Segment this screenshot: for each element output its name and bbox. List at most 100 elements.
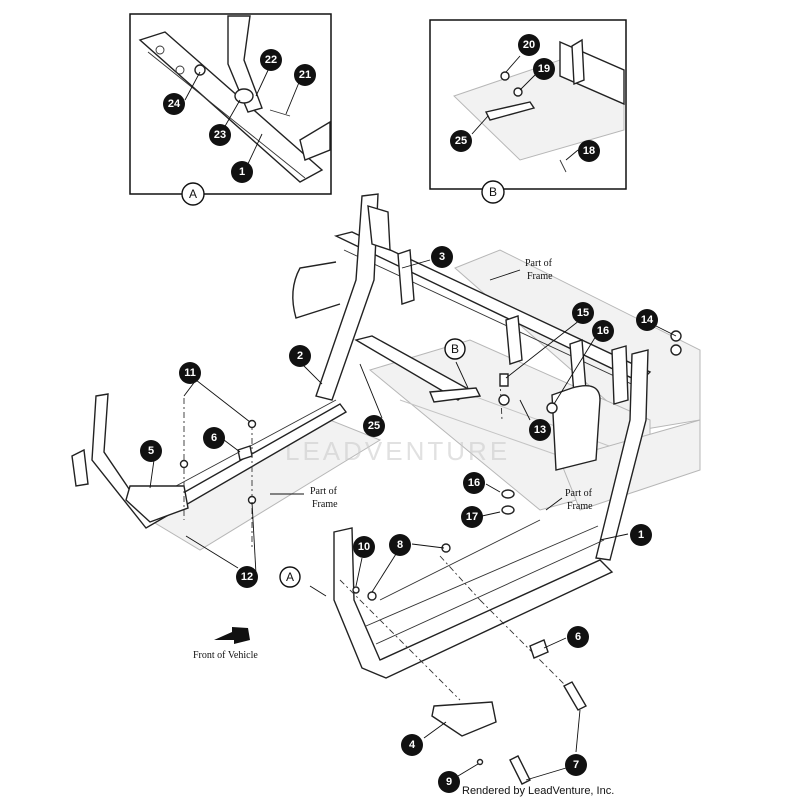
callout-2: 2 <box>289 345 311 367</box>
credit-text: Rendered by LeadVenture, Inc. <box>462 785 614 797</box>
detail-a-rail <box>138 31 324 183</box>
detail-b-screw <box>559 159 567 173</box>
part-of-frame-right-line1: Part of <box>565 488 593 499</box>
bolt <box>247 419 257 429</box>
right-grab-handle <box>551 385 601 471</box>
washer-16 <box>501 489 515 499</box>
svg-text:A: A <box>286 570 294 584</box>
leader-11b <box>195 379 251 423</box>
svg-text:B: B <box>489 185 497 199</box>
detail-a-crossbar <box>299 120 331 161</box>
detail-a-callout-1: 1 <box>231 161 253 183</box>
callout-1: 1 <box>630 524 652 546</box>
svg-text:23: 23 <box>214 129 226 141</box>
callout-8: 8 <box>389 534 411 556</box>
leader-5 <box>149 459 155 489</box>
washer-10 <box>352 586 360 594</box>
pointer-b: B <box>444 338 466 360</box>
leader-6 <box>223 439 241 453</box>
svg-text:22: 22 <box>265 54 277 66</box>
callout-16b: 16 <box>463 472 485 494</box>
callout-12: 12 <box>236 566 258 588</box>
bolt-7-lower <box>509 755 531 785</box>
svg-text:16: 16 <box>468 477 480 489</box>
leader-b-25 <box>471 115 489 135</box>
left-post-bracket <box>367 205 391 251</box>
leader-8b <box>411 543 445 549</box>
leader-13 <box>519 399 531 421</box>
main-side-rail <box>333 527 614 679</box>
leader-a-23 <box>223 99 241 129</box>
nut <box>546 402 558 414</box>
svg-text:3: 3 <box>439 251 445 263</box>
leader-a-21 <box>285 79 301 115</box>
svg-text:5: 5 <box>148 445 154 457</box>
svg-text:16: 16 <box>597 325 609 337</box>
svg-text:1: 1 <box>638 529 644 541</box>
svg-text:17: 17 <box>466 511 478 523</box>
detail-b-callout-19: 19 <box>533 58 555 80</box>
left-upright-post <box>315 193 379 401</box>
leader-15 <box>505 319 581 379</box>
svg-text:12: 12 <box>241 571 253 583</box>
leader-b-20 <box>505 55 521 73</box>
part-of-frame-top-line2: Frame <box>527 271 553 282</box>
detail-b-nut <box>500 71 510 81</box>
leader-12 <box>185 535 239 569</box>
svg-text:25: 25 <box>368 420 380 432</box>
svg-text:B: B <box>451 342 459 356</box>
leader-8 <box>371 553 397 593</box>
left-step-plate <box>125 485 189 523</box>
leader-9 <box>457 763 479 777</box>
leader-part-of-frame-top <box>489 269 521 281</box>
assembly-line-7 <box>479 599 581 701</box>
svg-text:24: 24 <box>168 98 181 110</box>
leader-a-22 <box>255 65 271 97</box>
right-upright-post <box>595 349 649 561</box>
nut-14 <box>670 344 682 356</box>
spacer-6 <box>529 639 549 659</box>
svg-text:7: 7 <box>573 759 579 771</box>
callout-13: 13 <box>529 419 551 441</box>
detail-a-hole <box>155 45 165 55</box>
svg-text:20: 20 <box>523 39 535 51</box>
callout-6: 6 <box>203 427 225 449</box>
callout-5: 5 <box>140 440 162 462</box>
nut-8 <box>367 591 377 601</box>
callout-14: 14 <box>636 309 658 331</box>
svg-text:25: 25 <box>455 135 467 147</box>
detail-b-bracket <box>571 38 585 86</box>
part-of-frame-top-line1: Part of <box>525 258 553 269</box>
step-plate-4 <box>431 701 497 737</box>
left-side-rail <box>91 393 348 529</box>
callout-25: 25 <box>363 415 385 437</box>
svg-text:19: 19 <box>538 63 550 75</box>
leader-part-of-frame-right <box>545 497 563 511</box>
detail-a-callout-24: 24 <box>163 93 185 115</box>
svg-text:2: 2 <box>297 350 303 362</box>
leader-a-1 <box>245 133 263 169</box>
leader-b-19 <box>519 73 537 91</box>
detail-a-inset: 24 22 21 23 1 A <box>129 13 332 206</box>
detail-a-callout-22: 22 <box>260 49 282 71</box>
callout-7: 7 <box>565 754 587 776</box>
leader-14 <box>655 325 677 337</box>
detail-a-callout-23: 23 <box>209 124 231 146</box>
nut-17 <box>501 505 515 515</box>
leader-a-pointer <box>309 585 327 597</box>
leader-a-24 <box>184 71 201 101</box>
assembly-line-15 <box>499 379 503 421</box>
leader-6b <box>543 637 567 649</box>
svg-text:6: 6 <box>575 631 581 643</box>
left-rail-end-bracket <box>71 448 89 487</box>
svg-text:11: 11 <box>184 367 196 379</box>
svg-text:18: 18 <box>583 145 595 157</box>
left-grab-handle <box>292 261 341 319</box>
detail-a-rail-edge <box>147 51 306 179</box>
detail-b-callout-20: 20 <box>518 34 540 56</box>
detail-a-bolt <box>269 109 291 117</box>
leader-7b <box>525 767 567 781</box>
leader-17 <box>481 511 501 517</box>
pointer-a: A <box>279 566 301 588</box>
bolt <box>179 459 189 469</box>
